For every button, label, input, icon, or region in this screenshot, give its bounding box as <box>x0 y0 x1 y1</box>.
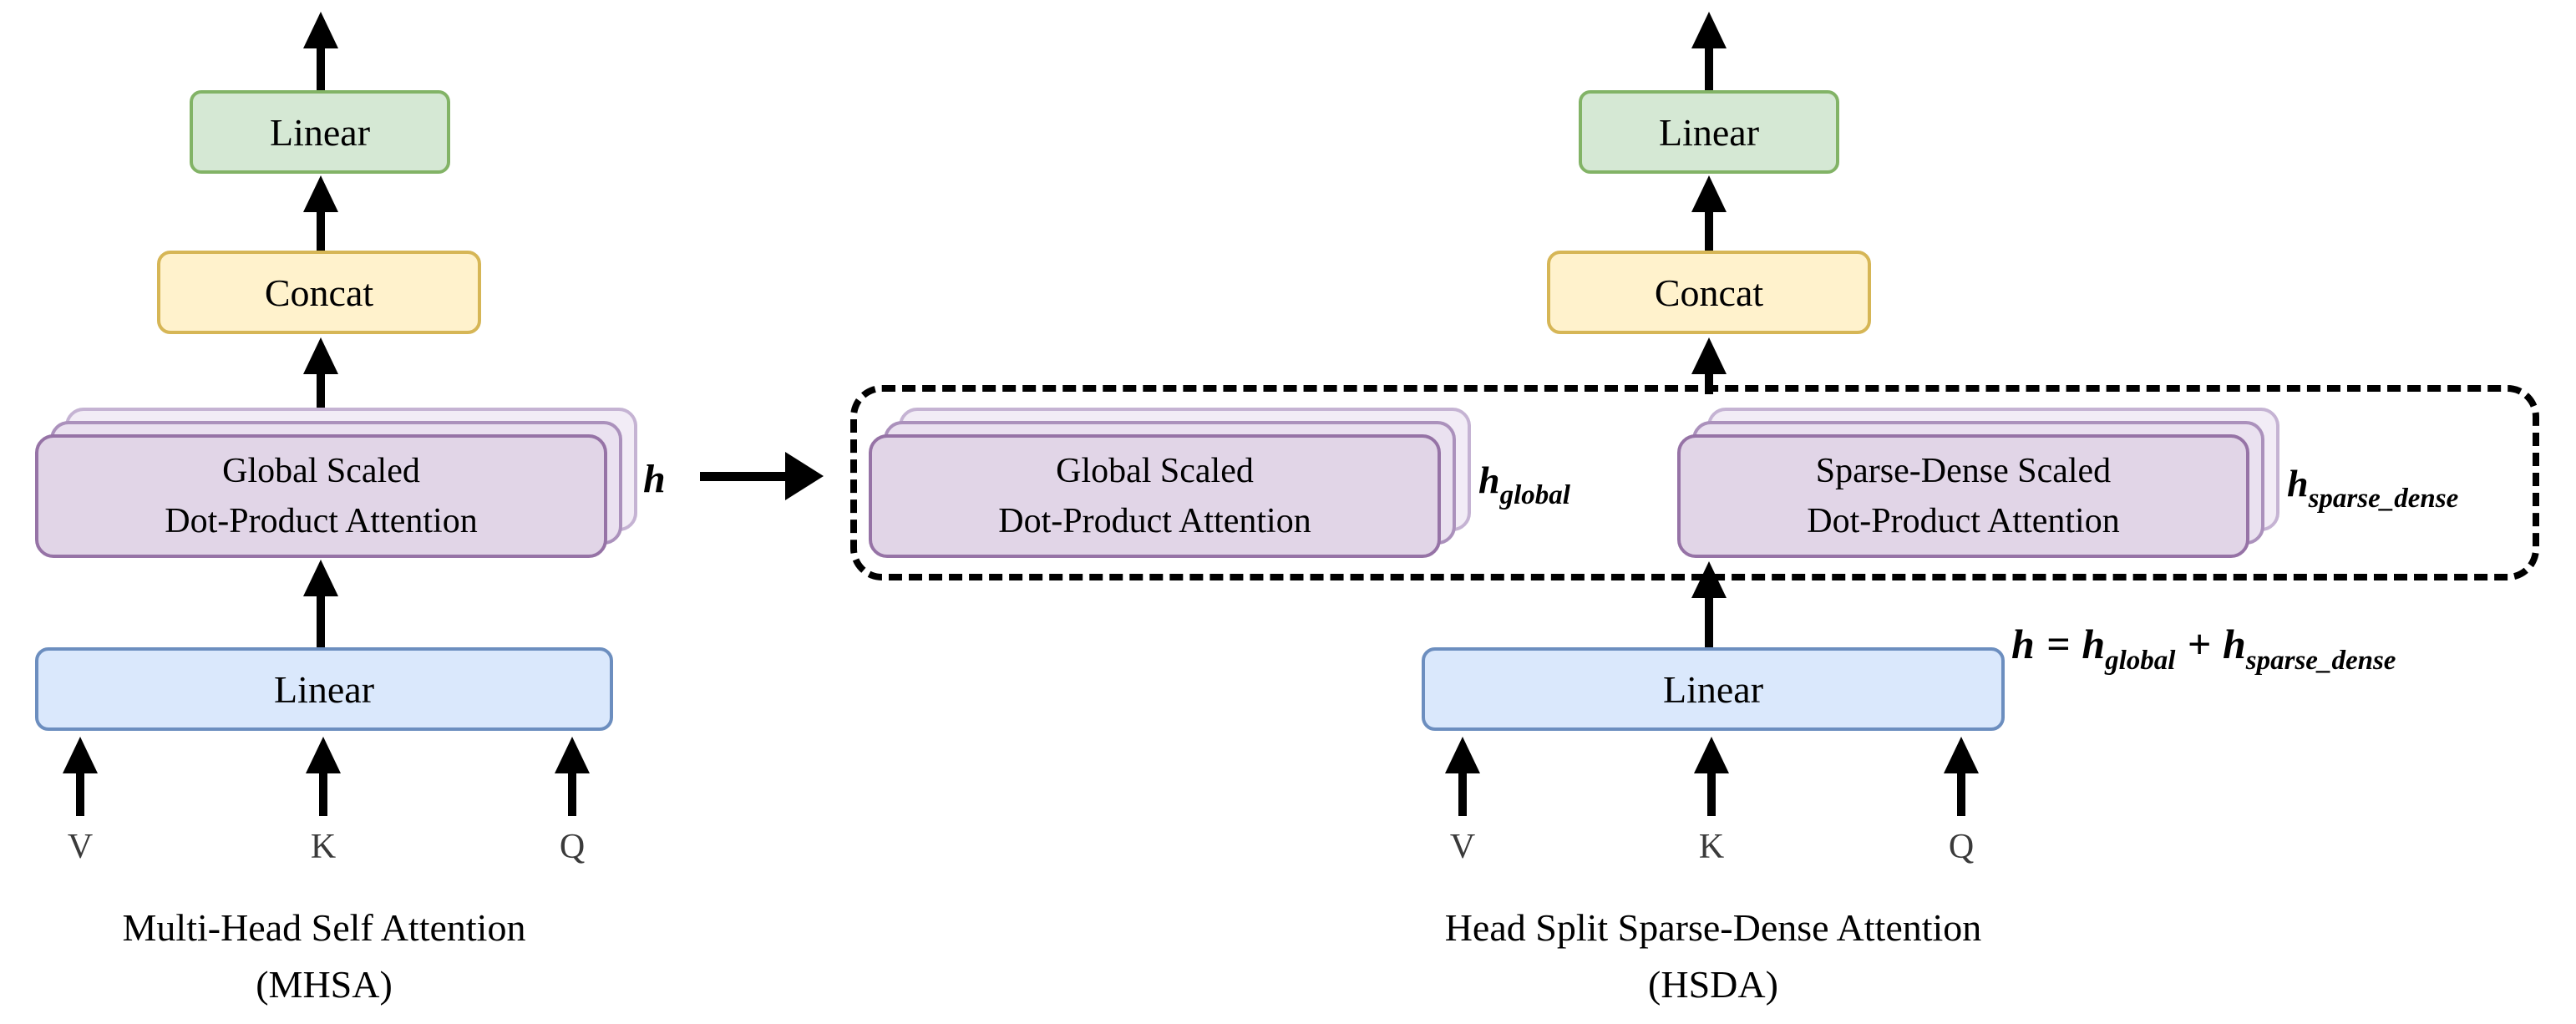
mhsa-attention-line1: Global Scaled <box>222 452 420 490</box>
hsda-input-q-arrow-icon <box>1943 737 1980 816</box>
eq-term1-base: h <box>2082 621 2106 667</box>
h-global-subscript: global <box>1499 480 1570 510</box>
mhsa-to-hsda-right-arrow-icon <box>700 451 824 501</box>
mhsa-head-count-label: h <box>643 457 666 501</box>
mhsa-attention-stack-front: Global Scaled Dot-Product Attention <box>35 434 607 558</box>
arrowhead <box>1691 561 1727 598</box>
arrow-shaft <box>317 596 325 647</box>
eq-plus: + <box>2187 621 2211 667</box>
hsda-input-k-arrow-icon <box>1693 737 1730 816</box>
mhsa-stack-to-concat-arrow-icon <box>302 337 339 409</box>
mhsa-linear-top-box: Linear <box>190 90 450 174</box>
arrowhead <box>1694 737 1729 773</box>
hsda-sparse-line1: Sparse-Dense Scaled <box>1815 452 2112 490</box>
arrow-shaft <box>1707 773 1716 816</box>
arrow-shaft <box>1705 374 1713 394</box>
arrowhead <box>1944 737 1979 773</box>
arrow-shaft <box>1458 773 1467 816</box>
arrowhead <box>1691 12 1727 48</box>
arrowhead <box>1691 337 1727 374</box>
mhsa-input-v-arrow-icon <box>62 737 99 816</box>
arrowhead <box>303 175 338 212</box>
arrowhead <box>1445 737 1480 773</box>
head-split-equation: h=hglobal+hsparse_dense <box>2011 620 2396 676</box>
mhsa-linear-bottom-label: Linear <box>273 667 375 711</box>
hsda-sparse-head-count-label: hsparse_dense <box>2287 461 2458 514</box>
arrow-shaft <box>317 212 325 251</box>
hsda-input-v-label: V <box>1449 828 1476 866</box>
hsda-sparse-stack-text: Sparse-Dense Scaled Dot-Product Attentio… <box>1807 446 2119 546</box>
mhsa-linear-bottom-box: Linear <box>35 647 613 731</box>
arrow-shaft <box>1957 773 1965 816</box>
hsda-global-line1: Global Scaled <box>1056 452 1254 490</box>
mhsa-input-k-arrow-icon <box>305 737 342 816</box>
arrowhead <box>1691 175 1727 212</box>
mhsa-linear-top-label: Linear <box>269 110 371 154</box>
mhsa-output-up-arrow-icon <box>302 12 339 90</box>
mhsa-concat-to-linear-arrow-icon <box>302 175 339 251</box>
arrowhead <box>303 560 338 596</box>
eq-term2-subscript: sparse_dense <box>2245 646 2396 676</box>
arrowhead <box>303 12 338 48</box>
hsda-global-stack-front: Global Scaled Dot-Product Attention <box>869 434 1441 558</box>
hsda-global-head-count-label: hglobal <box>1478 458 1570 510</box>
hsda-input-v-arrow-icon <box>1444 737 1481 816</box>
eq-term1-subscript: global <box>2105 646 2176 676</box>
arrow-shaft <box>317 48 325 90</box>
mhsa-input-k-label: K <box>310 828 337 866</box>
h-global-base: h <box>1478 459 1500 501</box>
hsda-concat-box: Concat <box>1547 251 1871 334</box>
arrowhead <box>306 737 341 773</box>
hsda-linear-top-label: Linear <box>1658 110 1760 154</box>
hsda-linear-bottom-box: Linear <box>1422 647 2005 731</box>
hsda-global-line2: Dot-Product Attention <box>998 502 1311 540</box>
mhsa-linear-to-stack-arrow-icon <box>302 560 339 647</box>
hsda-input-k-label: K <box>1698 828 1725 866</box>
hsda-subtitle: (HSDA) <box>1648 963 1778 1006</box>
hsda-output-up-arrow-icon <box>1691 12 1727 90</box>
mhsa-title: Multi-Head Self Attention <box>122 906 526 949</box>
mhsa-concat-label: Concat <box>264 271 374 314</box>
hsda-linear-top-box: Linear <box>1579 90 1839 174</box>
mhsa-subtitle: (MHSA) <box>256 963 393 1006</box>
eq-lhs: h <box>2011 621 2035 667</box>
arrow-shaft <box>700 471 785 481</box>
mhsa-concat-box: Concat <box>157 251 481 334</box>
arrowhead <box>303 337 338 374</box>
mhsa-attention-stack-text: Global Scaled Dot-Product Attention <box>165 446 477 546</box>
mhsa-input-v-label: V <box>67 828 94 866</box>
arrow-shaft <box>317 374 325 409</box>
arrowhead <box>555 737 590 773</box>
hsda-sparse-stack-front: Sparse-Dense Scaled Dot-Product Attentio… <box>1677 434 2249 558</box>
arrow-shaft <box>1705 212 1713 251</box>
mhsa-attention-line2: Dot-Product Attention <box>165 502 478 540</box>
hsda-linear-bottom-label: Linear <box>1662 667 1764 711</box>
eq-term2-base: h <box>2222 621 2246 667</box>
eq-equals: = <box>2046 621 2071 667</box>
hsda-input-q-label: Q <box>1948 828 1975 866</box>
hsda-global-stack-text: Global Scaled Dot-Product Attention <box>998 446 1311 546</box>
arrow-shaft <box>319 773 327 816</box>
h-sparse-base: h <box>2287 462 2309 504</box>
arrow-shaft <box>568 773 576 816</box>
mhsa-input-q-arrow-icon <box>554 737 591 816</box>
arrow-shaft <box>1705 598 1713 647</box>
hsda-concat-label: Concat <box>1654 271 1764 314</box>
arrow-shaft <box>76 773 84 816</box>
arrowhead <box>63 737 98 773</box>
hsda-stack-to-concat-arrow-icon <box>1691 337 1727 394</box>
mhsa-input-q-label: Q <box>559 828 586 866</box>
hsda-concat-to-linear-arrow-icon <box>1691 175 1727 251</box>
hsda-sparse-line2: Dot-Product Attention <box>1807 502 2120 540</box>
arrow-shaft <box>1705 48 1713 90</box>
arrowhead <box>785 452 824 500</box>
hsda-linear-to-stack-arrow-icon <box>1691 561 1727 647</box>
hsda-title: Head Split Sparse-Dense Attention <box>1444 906 1982 949</box>
h-sparse-subscript: sparse_dense <box>2308 484 2459 514</box>
